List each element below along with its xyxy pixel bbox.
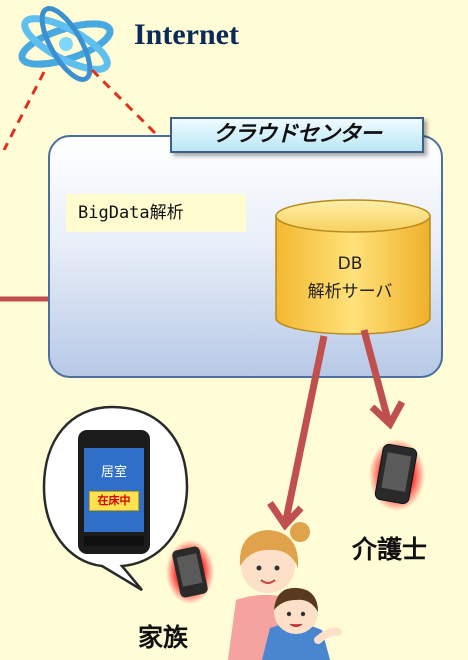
db-server-label: DB 解析サーバ xyxy=(272,250,428,306)
cloud-center-title: クラウドセンター xyxy=(170,117,424,153)
bigdata-analysis-label: BigData解析 xyxy=(66,194,246,232)
arrow-to-family xyxy=(267,335,328,531)
db-label: DB xyxy=(337,254,363,274)
analysis-server-label: 解析サーバ xyxy=(307,282,393,302)
db-cylinder-icon xyxy=(275,199,431,335)
family-illustration xyxy=(228,522,342,660)
phone-room-label: 居室 xyxy=(100,465,127,480)
caregiver-label: 介護士 xyxy=(352,535,428,564)
family-phone-icon xyxy=(166,540,214,604)
family-label: 家族 xyxy=(138,623,189,652)
internet-globe-icon xyxy=(18,6,114,82)
phone-status-badge: 在床中 xyxy=(89,491,139,511)
internet-link-right xyxy=(90,68,162,140)
caregiver-phone-icon xyxy=(369,439,425,511)
arrow-to-caregiver xyxy=(360,329,406,430)
internet-label: Internet xyxy=(134,18,239,51)
